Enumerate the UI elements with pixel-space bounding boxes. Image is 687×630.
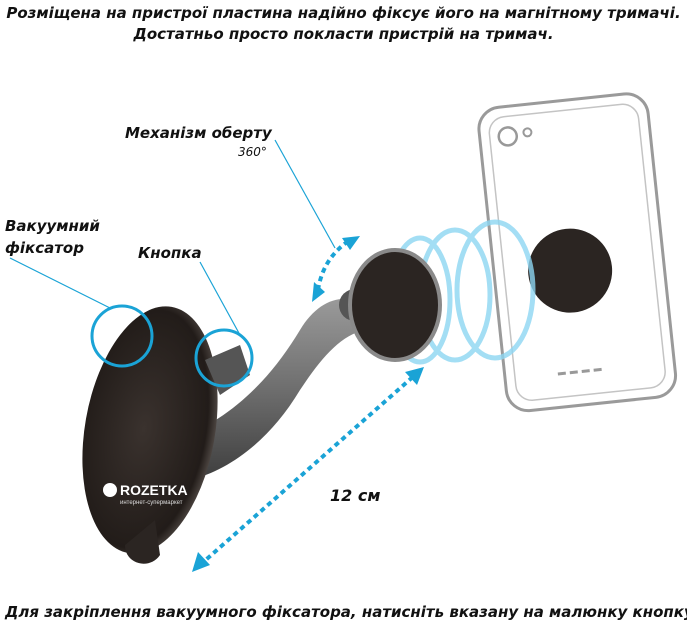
arm: [175, 298, 365, 480]
label-length: 12 см: [330, 486, 381, 505]
suction-cup: [82, 306, 218, 554]
label-vacuum-1: Вакуумний: [5, 217, 100, 235]
magnetic-head: [348, 248, 442, 362]
footer-text: Для закріплення вакуумного фіксатора, на…: [5, 603, 687, 621]
phone: [477, 92, 678, 413]
rotation-arrow: [316, 238, 352, 291]
label-button: Кнопка: [138, 244, 202, 262]
label-rotation-degrees: 360°: [238, 145, 267, 159]
vacuum-highlight: [90, 304, 154, 368]
header-line-1: Розміщена на пристрої пластина надійно ф…: [6, 4, 681, 22]
svg-text:ROZETKA: ROZETKA: [120, 482, 188, 498]
label-vacuum-2: фіксатор: [5, 239, 84, 257]
header-line-2: Достатньо просто покласти пристрій на тр…: [133, 25, 554, 43]
svg-text:интернет-супермаркет: интернет-супермаркет: [120, 500, 183, 506]
button-highlight: [194, 328, 254, 388]
magnet-plate: [528, 228, 613, 313]
rozetka-logo: ROZETKA интернет-супермаркет: [103, 482, 188, 506]
label-rotation: Механізм оберту: [125, 124, 272, 142]
length-arrow: [198, 373, 417, 567]
